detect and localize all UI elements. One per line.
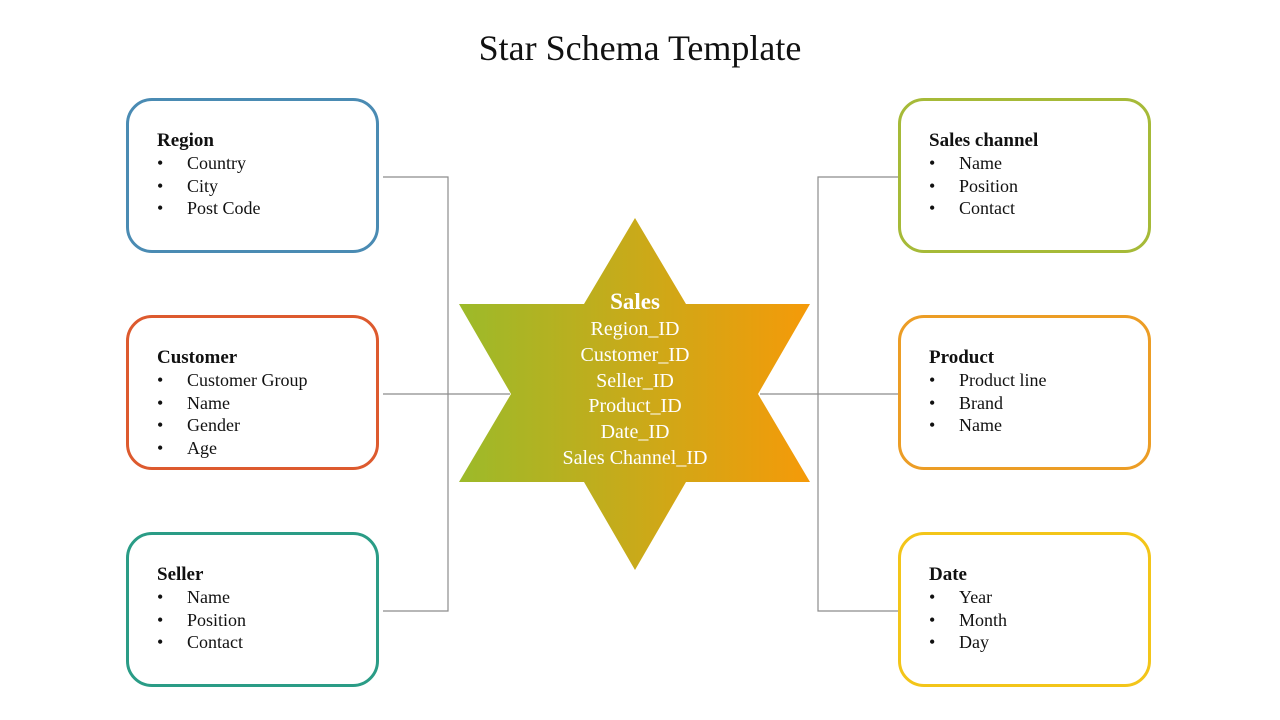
bullet-icon: • xyxy=(929,175,936,196)
dimension-attribute: • Day xyxy=(929,631,1148,654)
bullet-icon: • xyxy=(157,437,164,458)
dimension-title: Region xyxy=(157,130,214,151)
attribute-label: Customer Group xyxy=(187,370,308,390)
dimension-attribute: • Position xyxy=(929,175,1148,198)
bullet-icon: • xyxy=(929,370,936,390)
dimension-attribute: • Post Code xyxy=(157,197,376,220)
dimension-title: Date xyxy=(929,564,967,585)
fact-table-title: Sales xyxy=(610,289,660,314)
dimension-attribute: • Contact xyxy=(157,631,376,654)
dimension-title: Customer xyxy=(157,347,238,368)
dimension-attribute: • Position xyxy=(157,609,376,632)
bullet-icon: • xyxy=(929,153,936,173)
bullet-icon: • xyxy=(157,153,164,173)
attribute-label: City xyxy=(187,175,219,196)
fact-field: Region_ID xyxy=(590,318,680,340)
dimension-attribute: • Contact xyxy=(929,197,1148,220)
connector-sales-channel xyxy=(760,176,898,395)
attribute-label: Position xyxy=(187,609,247,630)
dimension-attribute: • Year xyxy=(929,586,1148,609)
bullet-icon: • xyxy=(157,175,164,196)
bullet-icon: • xyxy=(929,632,936,652)
dimension-attribute: • City xyxy=(157,175,376,198)
bullet-icon: • xyxy=(157,370,164,390)
attribute-label: Post Code xyxy=(187,198,261,218)
bullet-icon: • xyxy=(929,392,936,413)
attribute-label: Gender xyxy=(187,415,240,435)
bullet-icon: • xyxy=(929,415,936,435)
attribute-label: Year xyxy=(959,587,993,607)
dimension-attribute-list: • Country • City • Post Code xyxy=(157,152,376,220)
fact-field: Sales Channel_ID xyxy=(562,446,708,469)
star-shape xyxy=(459,218,810,570)
fact-field: Seller_ID xyxy=(596,369,674,392)
dimension-attribute: • Month xyxy=(929,609,1148,632)
bullet-icon: • xyxy=(157,632,164,652)
dimension-attribute: • Country xyxy=(157,152,376,175)
attribute-label: Contact xyxy=(959,198,1015,218)
attribute-label: Position xyxy=(959,175,1019,196)
dimension-box-date: Date • Year • Month • Day xyxy=(898,532,1151,687)
dimension-attribute: • Name xyxy=(157,392,376,415)
dimension-attribute: • Name xyxy=(929,414,1148,437)
bullet-icon: • xyxy=(157,587,164,607)
dimension-box-sales-channel: Sales channel • Name • Position • Contact xyxy=(898,98,1151,253)
attribute-label: Name xyxy=(187,392,230,413)
fact-table-fields: Region_ID Customer_ID Seller_ID Product_… xyxy=(505,317,765,472)
dimension-attribute: • Name xyxy=(929,152,1148,175)
dimension-attribute-list: • Name • Position • Contact xyxy=(157,586,376,654)
dimension-box-region: Region • Country • City • Post Code xyxy=(126,98,379,253)
bullet-icon: • xyxy=(157,392,164,413)
bullet-icon: • xyxy=(157,609,164,630)
dimension-attribute: • Gender xyxy=(157,414,376,437)
bullet-icon: • xyxy=(929,198,936,218)
attribute-label: Country xyxy=(187,153,247,173)
dimension-attribute-list: • Year • Month • Day xyxy=(929,586,1148,654)
attribute-label: Month xyxy=(959,609,1008,630)
attribute-label: Name xyxy=(959,415,1002,435)
dimension-attribute: • Product line xyxy=(929,369,1148,392)
attribute-label: Contact xyxy=(187,632,243,652)
dimension-title: Sales channel xyxy=(929,130,1039,151)
attribute-label: Brand xyxy=(959,392,1003,413)
fact-table-sales: Sales Region_ID Customer_ID Seller_ID Pr… xyxy=(505,287,765,472)
bullet-icon: • xyxy=(157,415,164,435)
fact-field: Date_ID xyxy=(600,421,670,444)
fact-field: Customer_ID xyxy=(580,343,690,366)
attribute-label: Age xyxy=(187,437,217,458)
attribute-label: Name xyxy=(187,587,230,607)
bullet-icon: • xyxy=(157,198,164,218)
bullet-icon: • xyxy=(929,609,936,630)
dimension-box-seller: Seller • Name • Position • Contact xyxy=(126,532,379,687)
page-title: Star Schema Template xyxy=(478,28,802,68)
connector-seller xyxy=(383,394,449,612)
dimension-attribute: • Customer Group xyxy=(157,369,376,392)
dimension-attribute: • Name xyxy=(157,586,376,609)
dimension-attribute: • Brand xyxy=(929,392,1148,415)
fact-field: Product_ID xyxy=(588,395,682,418)
connector-date xyxy=(817,394,898,612)
dimension-title: Product xyxy=(929,347,995,368)
dimension-attribute: • Age xyxy=(157,437,376,460)
bullet-icon: • xyxy=(929,587,936,607)
attribute-label: Name xyxy=(959,153,1002,173)
dimension-box-customer: Customer • Customer Group • Name • Gender •… xyxy=(126,315,379,470)
dimension-box-product: Product • Product line • Brand • Name xyxy=(898,315,1151,470)
connector-region xyxy=(383,176,510,395)
dimension-title: Seller xyxy=(157,564,204,585)
attribute-label: Day xyxy=(959,632,989,652)
dimension-attribute-list: • Customer Group • Name • Gender • Age xyxy=(157,369,376,459)
dimension-attribute-list: • Name • Position • Contact xyxy=(929,152,1148,220)
dimension-attribute-list: • Product line • Brand • Name xyxy=(929,369,1148,437)
attribute-label: Product line xyxy=(959,370,1047,390)
